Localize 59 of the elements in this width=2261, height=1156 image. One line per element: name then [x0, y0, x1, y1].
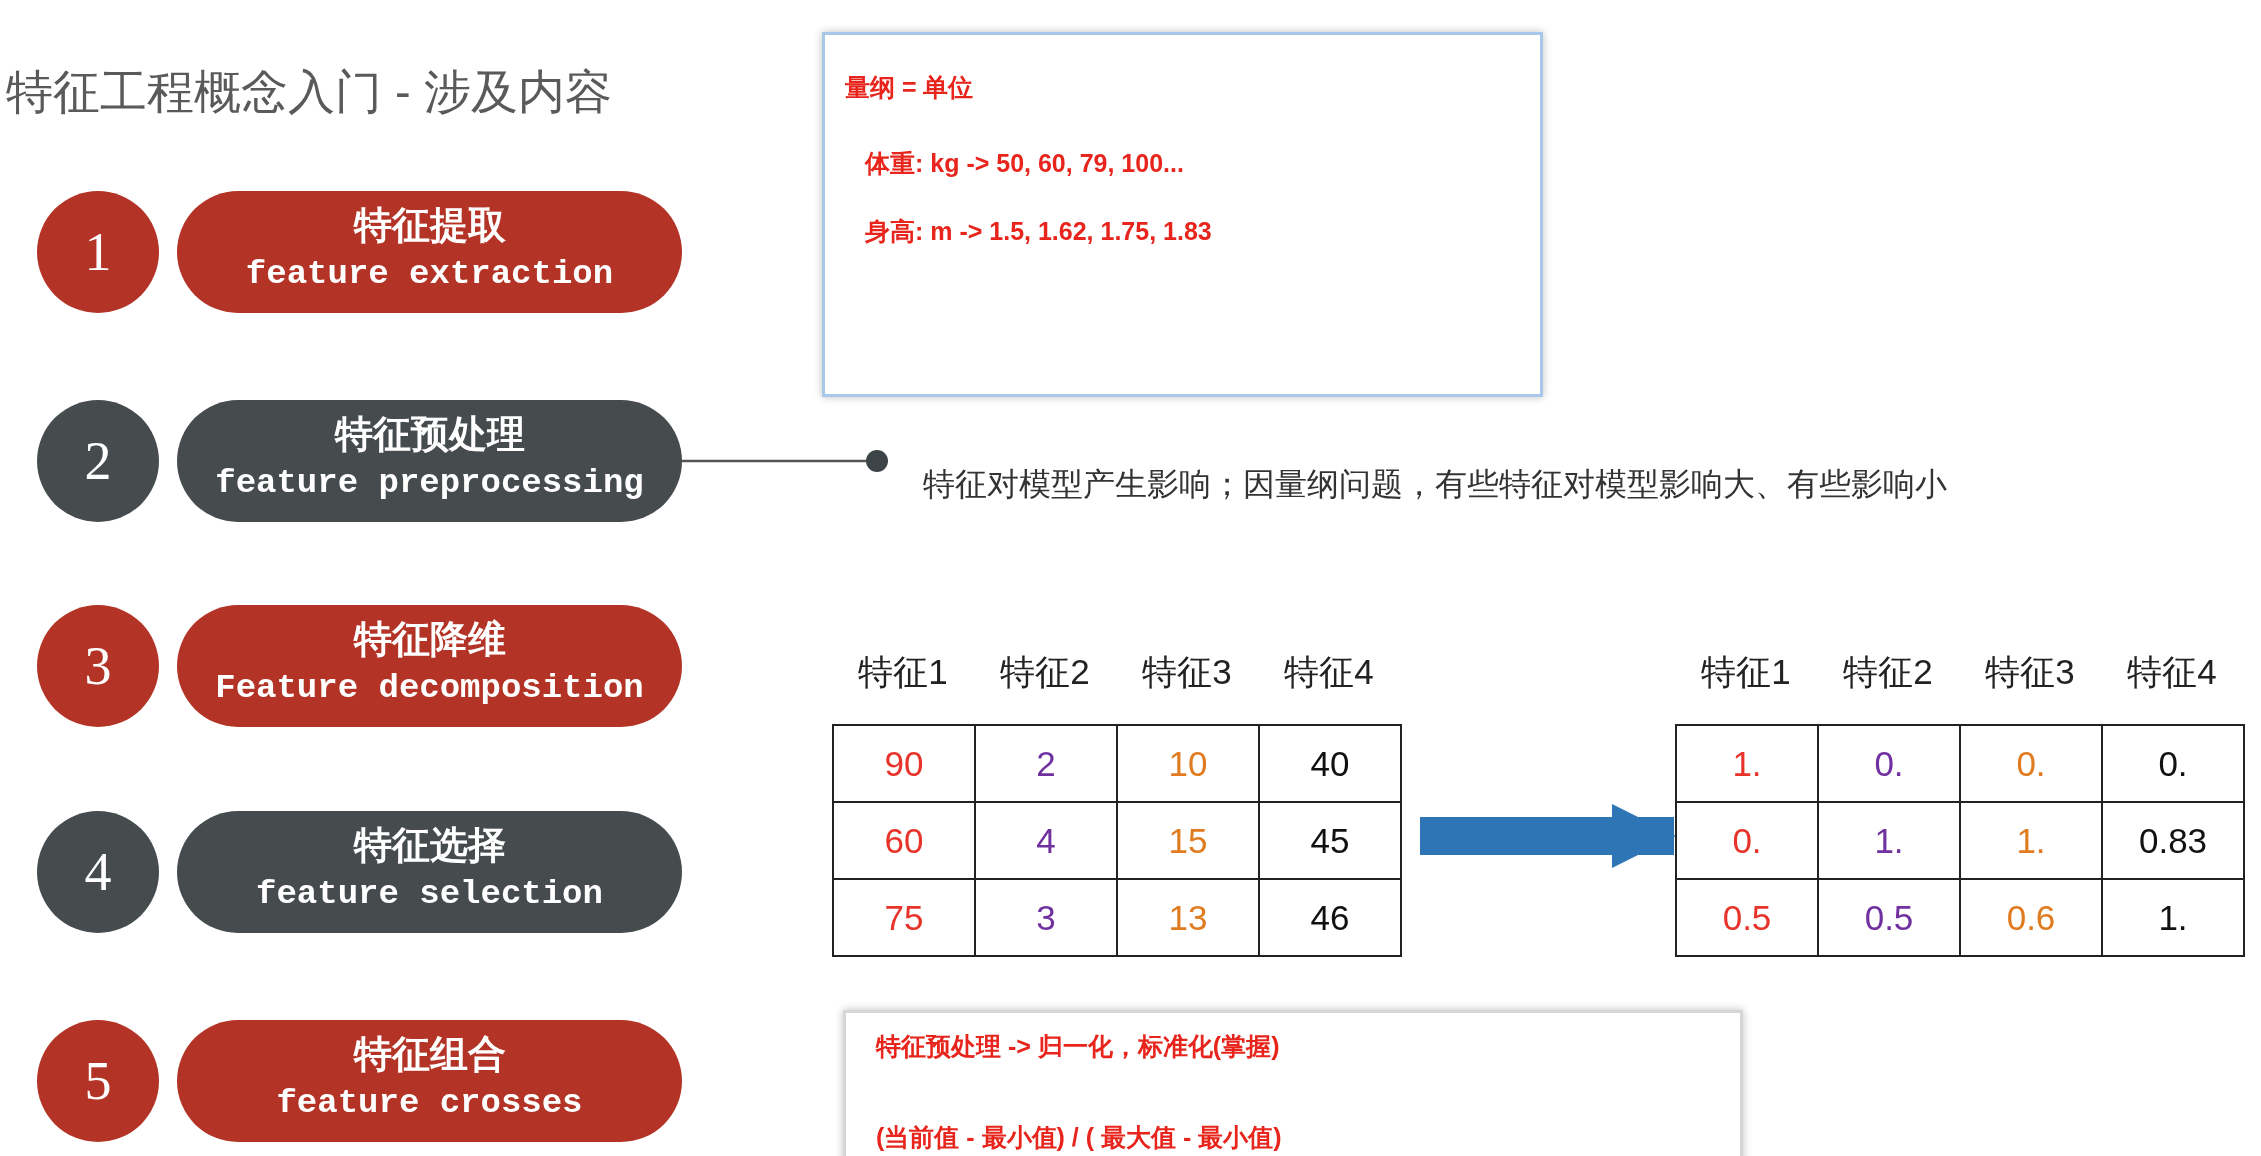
- note-text: 身高: m -> 1.5, 1.62, 1.75, 1.83: [865, 216, 1212, 247]
- note-text: 量纲 = 单位: [845, 72, 974, 103]
- table-cell: 3: [975, 879, 1117, 956]
- annotation-text: 特征对模型产生影响；因量纲问题，有些特征对模型影响大、有些影响小: [923, 465, 1947, 504]
- step-subtitle: feature extraction: [244, 254, 615, 295]
- number-circle: 1: [37, 191, 159, 313]
- number-circle: 5: [37, 1020, 159, 1142]
- table-cell: 10: [1117, 725, 1259, 802]
- dot: [866, 450, 888, 472]
- step-subtitle: feature preprocessing: [214, 463, 645, 504]
- column-header: 特征4: [2126, 651, 2218, 693]
- note-text: 体重: kg -> 50, 60, 79, 100...: [865, 148, 1184, 179]
- step-subtitle: feature crosses: [275, 1083, 584, 1124]
- note-text: (当前值 - 最小值) / ( 最大值 - 最小值): [876, 1122, 1282, 1153]
- arrow: [1420, 804, 1676, 868]
- title: 特征工程概念入门 - 涉及内容: [6, 64, 612, 120]
- column-header: 特征3: [1141, 651, 1233, 693]
- table-cell: 90: [833, 725, 975, 802]
- step-title: 特征预处理: [333, 412, 526, 457]
- table-cell: 40: [1259, 725, 1401, 802]
- step-subtitle: feature selection: [255, 874, 604, 915]
- table-cell: 0.: [1960, 725, 2102, 802]
- step-subtitle: Feature decomposition: [214, 668, 645, 709]
- step-title: 特征提取: [352, 203, 507, 248]
- table-cell: 45: [1259, 802, 1401, 879]
- number-circle: 3: [37, 605, 159, 727]
- table-cell: 75: [833, 879, 975, 956]
- table-cell: 46: [1259, 879, 1401, 956]
- table-cell: 13: [1117, 879, 1259, 956]
- note-box: [843, 1010, 1743, 1156]
- note-box: [822, 32, 1543, 397]
- step-title: 特征选择: [352, 823, 507, 868]
- table-cell: 1.: [2102, 879, 2244, 956]
- table-cell: 0.: [1676, 802, 1818, 879]
- column-header: 特征1: [1700, 651, 1792, 693]
- step-title: 特征组合: [352, 1032, 507, 1077]
- column-header: 特征2: [1842, 651, 1934, 693]
- table-cell: 0.83: [2102, 802, 2244, 879]
- number-circle: 4: [37, 811, 159, 933]
- table-cell: 0.6: [1960, 879, 2102, 956]
- step-title: 特征降维: [352, 617, 507, 662]
- table-cell: 4: [975, 802, 1117, 879]
- table-cell: 15: [1117, 802, 1259, 879]
- table-cell: 1.: [1818, 802, 1960, 879]
- table-cell: 0.5: [1676, 879, 1818, 956]
- table-cell: 1.: [1676, 725, 1818, 802]
- number-circle: 2: [37, 400, 159, 522]
- table-cell: 0.: [2102, 725, 2244, 802]
- column-header: 特征2: [999, 651, 1091, 693]
- table-cell: 2: [975, 725, 1117, 802]
- column-header: 特征3: [1984, 651, 2076, 693]
- table-cell: 1.: [1960, 802, 2102, 879]
- table-cell: 0.5: [1818, 879, 1960, 956]
- note-text: 特征预处理 -> 归一化，标准化(掌握): [876, 1031, 1280, 1062]
- table-cell: 60: [833, 802, 975, 879]
- column-header: 特征4: [1283, 651, 1375, 693]
- column-header: 特征1: [857, 651, 949, 693]
- connector-line: [682, 459, 866, 463]
- table-cell: 0.: [1818, 725, 1960, 802]
